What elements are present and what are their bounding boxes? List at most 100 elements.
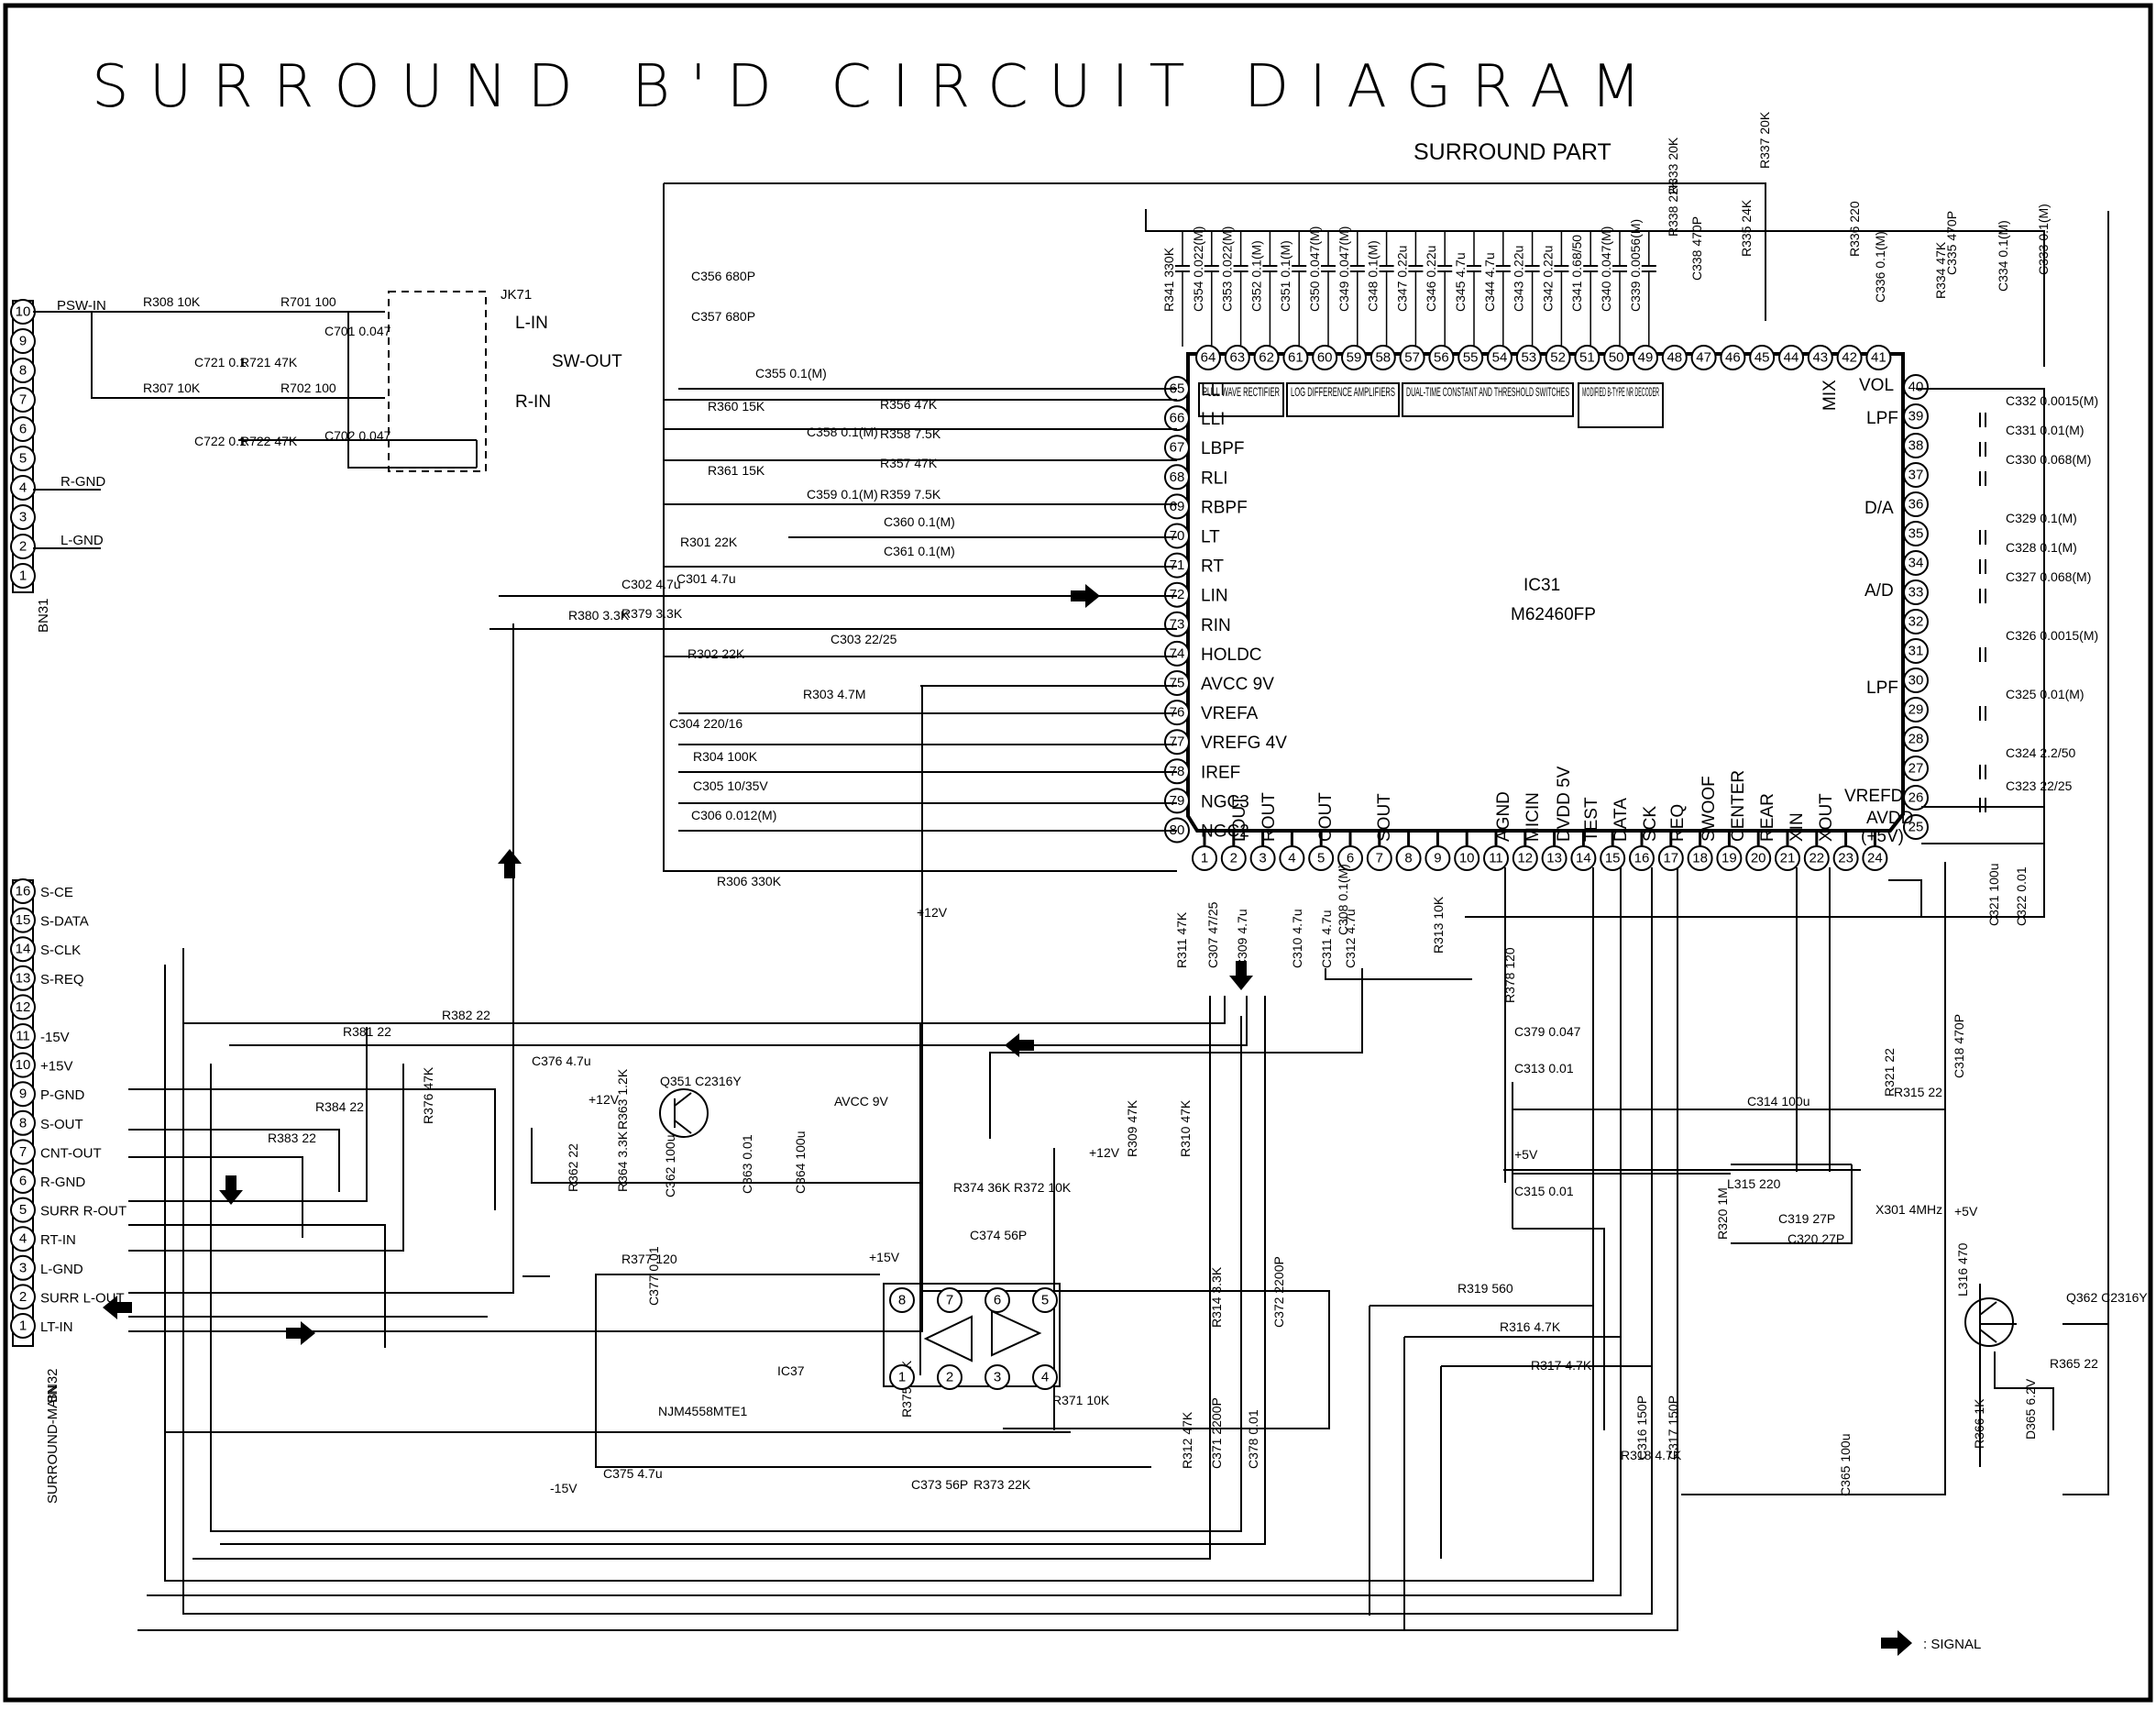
lower-comp-42: R312 47K: [1180, 1411, 1194, 1469]
lower-comp-72: +12V: [917, 905, 948, 920]
lower-comp-8: +12V: [588, 1092, 620, 1107]
ic31-pin-39-number: 39: [1908, 409, 1924, 425]
ic31-pin-22-circle: [1803, 845, 1830, 871]
bn32-pin-16-number: 16: [16, 884, 31, 899]
bn32-label-4: RT-IN: [40, 1232, 76, 1248]
ic31-pin-54-circle: [1487, 345, 1512, 370]
ic31-pin-30-circle: [1903, 667, 1929, 693]
ic31-bottom-label-8: DATA: [1612, 798, 1631, 842]
lower-comp-53: C319 27P: [1778, 1211, 1835, 1226]
left-comp-13: R301 22K: [680, 535, 738, 549]
ic31-pin-24-number: 24: [1867, 851, 1883, 866]
bn32-label-11: -15V: [40, 1030, 70, 1045]
ic31-pin-15-number: 15: [1605, 851, 1621, 866]
top-comp-1: C354 0.022(M): [1191, 226, 1205, 312]
legend-arrow-icon: [1881, 1630, 1912, 1656]
label-ad: A/D: [1864, 581, 1894, 601]
bn31-comp-2: C721 0.1: [194, 355, 247, 370]
bn32-pin-13-circle: [10, 965, 36, 991]
ic31-pin-62-circle: [1253, 345, 1280, 370]
ic31-pin-56-number: 56: [1434, 350, 1449, 366]
bn32-pin-11-number: 11: [16, 1029, 30, 1044]
bn31-label-rgnd: R-GND: [60, 474, 105, 490]
ic31-pin-56-circle: [1428, 345, 1455, 370]
right-comp-4: C328 0.1(M): [2006, 540, 2077, 555]
ic31-bottom-label-10: REQ: [1668, 804, 1688, 842]
ic31-pin-28-circle: [1903, 726, 1929, 752]
bn32-label-2: SURR L-OUT: [40, 1290, 125, 1306]
ic31-pin-18-number: 18: [1692, 851, 1708, 866]
ic31-pin-57-number: 57: [1404, 350, 1420, 366]
ic31-pin-48-number: 48: [1666, 350, 1682, 366]
bn31-pin-9-number: 9: [19, 334, 27, 349]
ic31-pin-8-circle: [1395, 845, 1422, 871]
lower-comp-51: C315 0.01: [1514, 1184, 1574, 1198]
left-comp-15: C302 4.7u: [622, 577, 681, 591]
ic31-pin-52-number: 52: [1550, 350, 1566, 366]
lower-comp-20: C377 0.01: [646, 1246, 661, 1306]
right-comp-2: C330 0.068(M): [2006, 452, 2091, 467]
ic31-pin-67-number: 67: [1170, 440, 1185, 456]
lower-comp-30: R309 47K: [1125, 1099, 1139, 1157]
label-avdd: AVDD: [1866, 809, 1913, 828]
bn32-pin-2-number: 2: [19, 1289, 27, 1305]
ic37-pin-1-circle: [889, 1364, 915, 1390]
ic31-pin-24-circle: [1862, 845, 1888, 871]
lower-comp-29: +12V: [1089, 1145, 1120, 1160]
lower-comp-43: C371 2200P: [1209, 1397, 1224, 1469]
bn31-pin-5-circle: [10, 446, 36, 471]
ic31-pin-27-number: 27: [1908, 761, 1924, 777]
ic31-pin-20-circle: [1745, 845, 1772, 871]
ic31-pin-60-number: 60: [1317, 350, 1333, 366]
left-comp-0: C356 680P: [691, 269, 755, 283]
bn32-label-5: SURR R-OUT: [40, 1204, 126, 1219]
signal-arrow-lin-icon: [1071, 584, 1100, 608]
bn31-pin-9-circle: [10, 328, 36, 354]
ic31-pin-63-number: 63: [1229, 350, 1245, 366]
lower-comp-2: C376 4.7u: [532, 1054, 591, 1068]
ic31-pin-17-number: 17: [1663, 851, 1678, 866]
ic31-pin-14-number: 14: [1576, 851, 1591, 866]
bn32-label-13: S-REQ: [40, 972, 84, 987]
bn32-ref: BN32: [45, 1368, 60, 1403]
ic31-pin-4-circle: [1279, 845, 1305, 871]
top-comp-8: C347 0.22u: [1394, 246, 1409, 312]
ic37-body: [883, 1283, 1061, 1387]
ic31-pin-33-circle: [1903, 579, 1929, 605]
lower-comp-46: C379 0.047: [1514, 1024, 1581, 1039]
bn32-label-3: L-GND: [40, 1262, 83, 1277]
lower-comp-1: R382 22: [442, 1008, 490, 1022]
top-comp-5: C350 0.047(M): [1307, 226, 1322, 312]
ic31-pin-61-number: 61: [1288, 350, 1304, 366]
ic31-pin-26-number: 26: [1908, 790, 1924, 806]
lower-comp-7: AVCC 9V: [834, 1094, 889, 1109]
ic31-pin-40-circle: [1903, 374, 1929, 400]
ic31-pin-25-circle: [1903, 814, 1929, 840]
bn32-pin-7-circle: [10, 1139, 36, 1165]
ic31-pin-77-circle: [1164, 729, 1190, 756]
ic31-pin-42-number: 42: [1842, 350, 1857, 366]
lower-comp-6: Q351 C2316Y: [660, 1074, 742, 1088]
bn31-pin-7-circle: [10, 387, 36, 413]
lower-comp-50: +5V: [1514, 1147, 1538, 1162]
ic31-pin-5-circle: [1308, 845, 1335, 871]
lower-comp-35: C310 4.7u: [1290, 909, 1304, 968]
left-comp-12: C361 0.1(M): [884, 544, 955, 558]
jk71-ref: JK71: [500, 287, 532, 303]
bn31-pin-3-circle: [10, 504, 36, 530]
left-comp-21: C304 220/16: [669, 716, 742, 731]
ic31-pin-15-circle: [1600, 845, 1626, 871]
top-comp-15: C340 0.047(M): [1599, 226, 1613, 312]
ic31-pin-12-circle: [1512, 845, 1538, 871]
bn32-pin-8-number: 8: [19, 1115, 27, 1131]
ic31-pin-41-circle: [1865, 345, 1892, 370]
ic31-pin-54-number: 54: [1492, 350, 1508, 366]
jk71-jack: [388, 291, 487, 472]
ic31-pin-72-number: 72: [1170, 587, 1185, 602]
ic31-pin-71-circle: [1164, 552, 1190, 579]
ic31-pin-47-circle: [1690, 345, 1717, 370]
ic31-bottom-label-1: ROUT: [1260, 792, 1279, 842]
left-comp-6: R358 7.5K: [880, 426, 941, 441]
left-comp-10: R359 7.5K: [880, 487, 941, 502]
